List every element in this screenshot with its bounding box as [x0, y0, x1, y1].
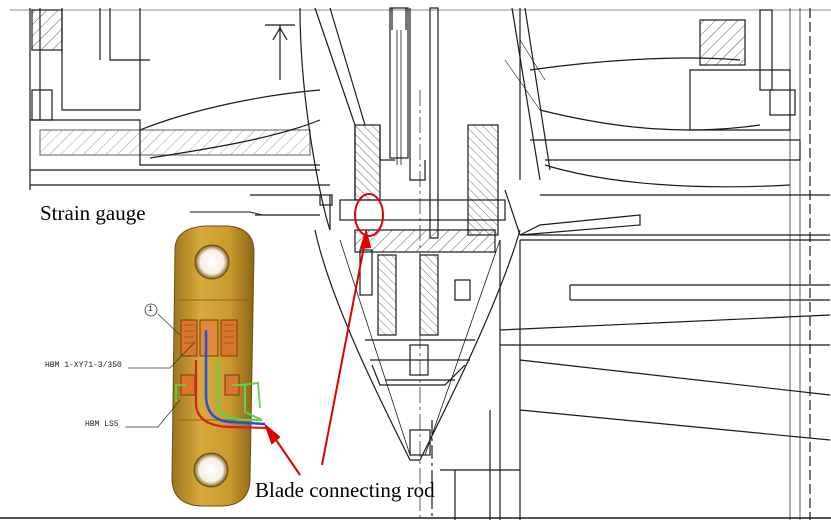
strain-gauge-label: Strain gauge: [40, 201, 146, 225]
gauge-model-label-2: HBM LS5: [85, 420, 119, 429]
red-arrow-icon: [263, 228, 372, 476]
strain-gauge-link-icon: [171, 225, 269, 507]
gauge-model-label-1: HBM 1-XY71-3/350: [45, 361, 122, 370]
part-number-callout: 1: [148, 305, 153, 314]
blade-connecting-rod-label: Blade connecting rod: [255, 478, 435, 502]
drawing-lines: [0, 7, 831, 520]
red-ellipse-icon: [354, 193, 384, 237]
